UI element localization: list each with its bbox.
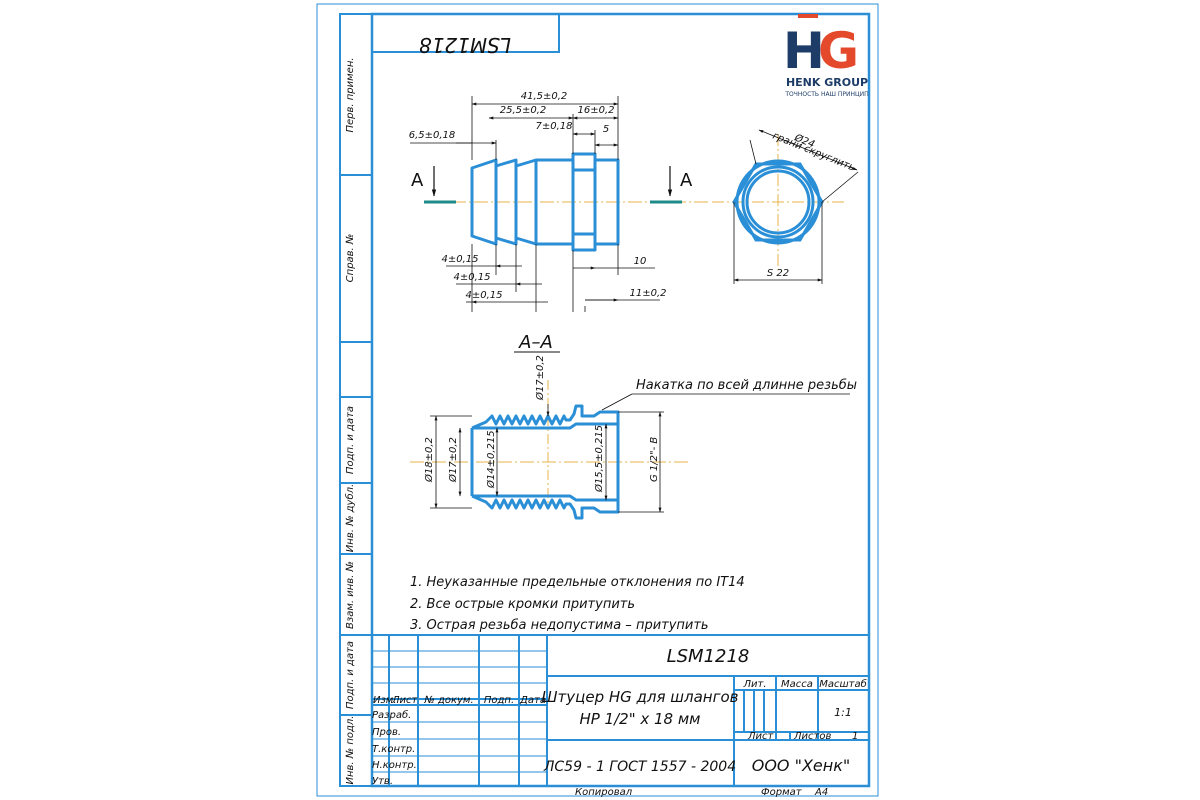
- dim-d14: Ø14±0,215: [485, 430, 497, 489]
- note-knurling: Накатка по всей длинне резьбы: [636, 378, 857, 393]
- tb-listov-label: Листов: [793, 731, 831, 742]
- tb-code: LSM1218: [667, 646, 750, 667]
- sheet-frame: [316, 3, 879, 797]
- note-3: 3. Острая резьба недопустима – притупить: [410, 618, 709, 633]
- footer-copied: Копировал: [575, 787, 633, 798]
- note-1: 1. Неуказанные предельные отклонения по …: [410, 575, 745, 590]
- dim-d18: Ø18±0,2: [423, 437, 435, 483]
- side-label-inv-dubl: Инв. № дубл.: [344, 484, 356, 552]
- tb-col-list: Лист: [391, 695, 419, 706]
- side-label-podp-data-1: Подп. и дата: [345, 406, 356, 474]
- tb-masshtab: Масштаб: [819, 678, 867, 690]
- title-block: Изм. Лист № докум. Подп. Дата Разраб. Пр…: [372, 634, 869, 787]
- henk-group-logo: H G HENK GROUP ТОЧНОСТЬ НАШ ПРИНЦИП: [783, 14, 869, 98]
- tb-scale-value: 1:1: [834, 706, 852, 719]
- tb-row-nkontr: Н.контр.: [372, 760, 417, 771]
- tb-material: ЛС59 - 1 ГОСТ 1557 - 2004: [543, 759, 736, 775]
- side-label-vzam-inv: Взам. инв. №: [345, 561, 356, 629]
- side-view: А А: [409, 91, 710, 312]
- side-label-sprav-no: Справ. №: [345, 234, 356, 283]
- tb-col-izm: Изм.: [373, 695, 397, 706]
- note-2: 2. Все острые кромки притупить: [410, 597, 635, 612]
- dim-11: 11±0,2: [629, 288, 666, 299]
- dim-4-c: 4±0,15: [465, 290, 502, 301]
- section-view: А–А Ø17±0,2: [410, 332, 857, 520]
- dim-d17-top: Ø17±0,2: [534, 355, 546, 401]
- dim-5: 5: [603, 124, 609, 135]
- logo-h-letter: H: [783, 22, 825, 80]
- tb-name-line2: НР 1/2" х 18 мм: [579, 710, 700, 728]
- dim-41-5: 41,5±0,2: [521, 91, 568, 102]
- section-letter-left: А: [411, 170, 424, 191]
- tb-col-docum: № докум.: [423, 695, 473, 706]
- dim-25-5: 25,5±0,2: [500, 105, 547, 116]
- tb-lit: Лит.: [742, 679, 766, 690]
- tb-row-prov: Пров.: [372, 727, 401, 738]
- section-letter-right: А: [680, 170, 693, 191]
- dim-d17: Ø17±0,2: [447, 437, 459, 483]
- hex-end-view: Ø24 грани скруглить S 22: [712, 129, 859, 284]
- tb-name-line1: Штуцер HG для шлангов: [541, 688, 738, 706]
- logo-brand-name: HENK GROUP: [786, 76, 868, 89]
- dim-16: 16±0,2: [577, 105, 614, 116]
- dim-s22: S 22: [767, 268, 789, 279]
- dim-d15-5: Ø15,5±0,215: [593, 425, 605, 493]
- logo-g-letter: G: [818, 22, 859, 80]
- tb-col-data: Дата: [519, 695, 546, 706]
- top-code-mirrored: LSM1218: [419, 33, 511, 57]
- tb-row-utv: Утв.: [372, 776, 393, 787]
- side-label-perv-primen: Перв. примен.: [345, 57, 356, 132]
- dim-4-b: 4±0,15: [453, 272, 490, 283]
- dim-7: 7±0,18: [535, 121, 572, 132]
- dim-6-5: 6,5±0,18: [409, 130, 456, 141]
- tb-row-tkontr: Т.контр.: [372, 744, 415, 755]
- tb-list-label: Лист: [747, 731, 775, 742]
- dim-thread: G 1/2"- B: [649, 437, 660, 482]
- logo-tagline: ТОЧНОСТЬ НАШ ПРИНЦИП: [784, 91, 868, 98]
- section-title: А–А: [518, 332, 553, 353]
- dim-4-a: 4±0,15: [441, 254, 478, 265]
- footer-format-label: Формат: [761, 787, 803, 798]
- side-label-inv-podl: Инв. № подл.: [345, 716, 356, 785]
- tb-massa: Масса: [781, 679, 813, 690]
- tb-col-podp: Подп.: [484, 695, 514, 706]
- dim-10: 10: [634, 256, 647, 267]
- tb-listov-value: 1: [852, 731, 858, 742]
- side-label-podp-data-2: Подп. и дата: [345, 641, 356, 709]
- footer-format-value: А4: [814, 787, 828, 798]
- tb-company: ООО "Хенк": [752, 756, 851, 775]
- tb-row-razrab: Разраб.: [372, 709, 411, 721]
